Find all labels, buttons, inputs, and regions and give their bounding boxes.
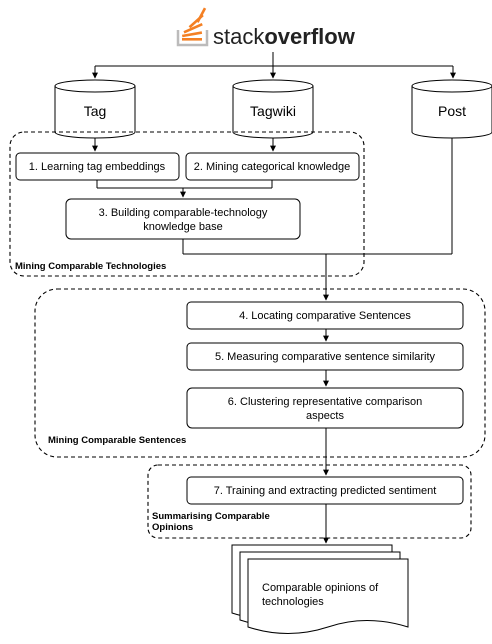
step-1-label: 1. Learning tag embeddings (29, 161, 166, 173)
tagwiki-label: Tagwiki (250, 103, 296, 119)
stackoverflow-logo-icon (176, 7, 209, 47)
group-3-label-line-1: Summarising Comparable (152, 511, 270, 522)
logo-connectors (92, 52, 456, 79)
group-3-label-line-2: Opinions (152, 522, 193, 533)
step-5-box (186, 342, 464, 371)
step-4-label: 4. Locating comparative Sentences (239, 310, 411, 322)
post-label: Post (438, 103, 466, 119)
output-label-line-1: Comparable opinions of (262, 582, 379, 594)
post-database: Post (411, 79, 492, 139)
group-1-label: Mining Comparable Technologies (15, 261, 166, 272)
tagwiki-database: Tagwiki (232, 79, 314, 139)
output-label-line-2: technologies (262, 596, 324, 608)
tag-label: Tag (84, 103, 107, 119)
step-4-box (186, 301, 464, 330)
tag-database: Tag (54, 79, 136, 139)
step-6-label-line-2: aspects (306, 410, 344, 422)
step-5-label: 5. Measuring comparative sentence simila… (215, 351, 436, 363)
output-documents: Comparable opinions of technologies (231, 544, 409, 634)
group-mining-comparable-technologies (9, 131, 365, 277)
group-summarising-comparable-opinions (147, 464, 472, 539)
stackoverflow-logo-text: stackoverflow (213, 24, 356, 49)
step-7-box (186, 476, 464, 505)
group-mining-comparable-sentences (34, 288, 486, 458)
step-2-label: 2. Mining categorical knowledge (194, 161, 351, 173)
group-2-label: Mining Comparable Sentences (48, 435, 186, 446)
step-7-label: 7. Training and extracting predicted sen… (214, 485, 437, 497)
step-3-box (65, 198, 301, 240)
step-3-label-line-2: knowledge base (143, 221, 223, 233)
stackoverflow-logo: stackoverflow (176, 7, 356, 49)
step-6-label-line-1: 6. Clustering representative comparison (228, 396, 422, 408)
step-3-label-line-1: 3. Building comparable-technology (99, 207, 268, 219)
step-6-box (186, 387, 464, 429)
